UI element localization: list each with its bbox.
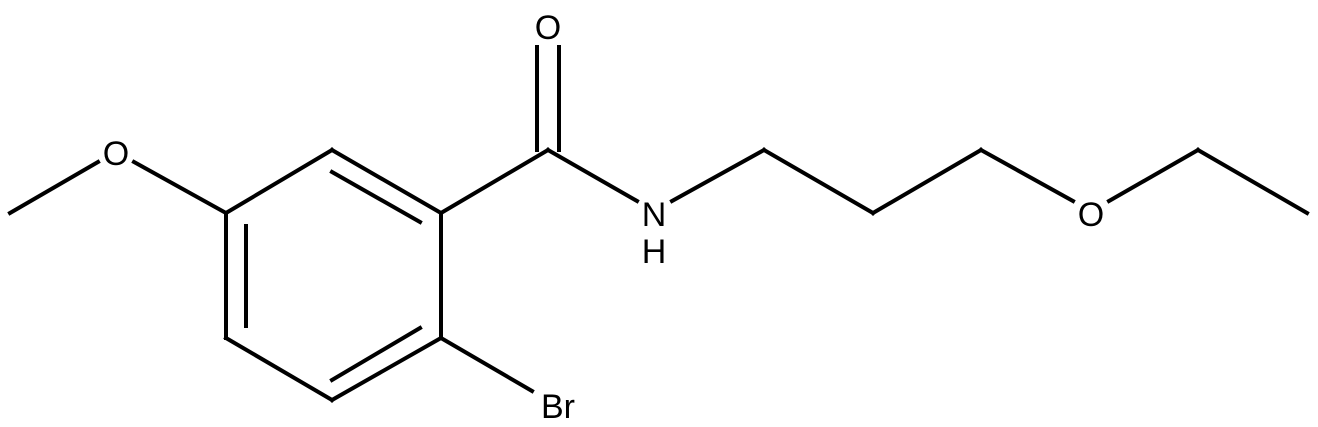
ring-bond-c2-c3 (223, 147, 335, 216)
atom-label-h-amide: H (642, 233, 667, 271)
ring-bond-c4-c5 (223, 335, 335, 403)
bond-n-ch2-a (669, 147, 767, 204)
atom-label-o-methoxy: O (103, 135, 129, 173)
bond-ch2-b-ch2-c (870, 147, 984, 216)
atom-label-o-carbonyl: O (535, 9, 561, 47)
bond-ch2-ch3 (1195, 147, 1310, 216)
bond-carbonyl-c-n (545, 147, 640, 204)
ring-bond-c5-c6 (329, 335, 444, 403)
ring-inner-bond-c5-c6 (329, 325, 423, 383)
bond-o-ether-ch2 (1106, 147, 1201, 204)
bond-c1-carbonyl-c (438, 147, 551, 216)
ring-bond-c1-c2 (329, 147, 444, 216)
bond-o-methoxy-ch3 (7, 159, 101, 216)
bond-c3-o-methoxy (131, 159, 229, 216)
atom-label-o-ether: O (1078, 196, 1104, 234)
atom-label-br: Br (541, 388, 575, 426)
bond-ch2-c-o-ether (978, 147, 1076, 204)
bond-ch2-a-ch2-b (761, 147, 876, 216)
ring-inner-bond-c1-c2 (329, 169, 423, 225)
atom-label-n-amide: N (642, 196, 667, 234)
bond-c6-br (438, 335, 535, 394)
